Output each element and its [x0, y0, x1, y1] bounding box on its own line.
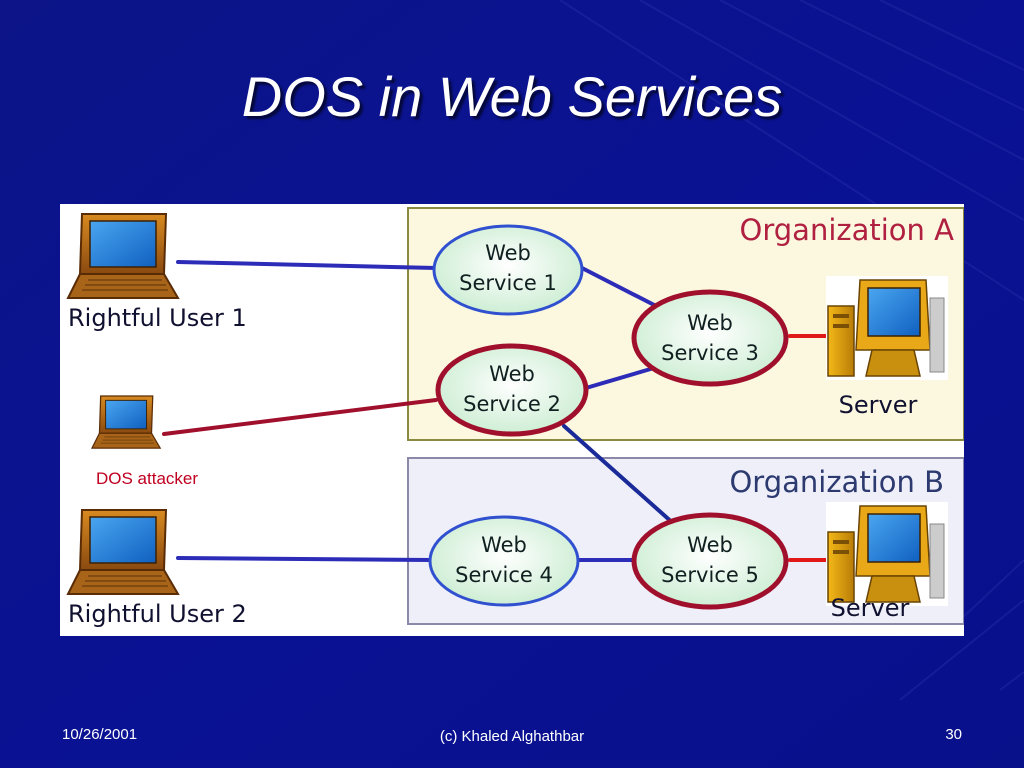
rightful-user-1-label: Rightful User 1: [68, 304, 247, 332]
organization-b-label: Organization B: [729, 465, 944, 499]
server-b-label: Server: [831, 594, 910, 622]
web-service-4-line1: Web: [481, 533, 527, 557]
web-service-5-line1: Web: [687, 533, 733, 557]
rightful-user-2[interactable]: Rightful User 2: [67, 509, 247, 628]
web-service-2-line1: Web: [489, 362, 535, 386]
web-service-3[interactable]: Web Service 3: [631, 289, 789, 387]
slide-title: DOS in Web Services: [241, 65, 783, 128]
footer-date: 10/26/2001: [62, 726, 138, 743]
footer-page-number: 30: [945, 726, 962, 743]
web-service-1[interactable]: Web Service 1: [432, 224, 584, 316]
rightful-user-1[interactable]: Rightful User 1: [67, 213, 247, 332]
laptop-icon: [91, 395, 161, 449]
link-ws1-ws3: [580, 266, 662, 310]
dos-attacker-label: DOS attacker: [96, 469, 198, 488]
web-service-5-line2: Service 5: [661, 563, 759, 587]
footer-author: (c) Khaled Alghathbar: [439, 728, 585, 745]
web-service-1-line1: Web: [485, 241, 531, 265]
web-service-2[interactable]: Web Service 2: [435, 343, 589, 437]
organization-a-label: Organization A: [740, 213, 955, 247]
server-a-label: Server: [839, 391, 918, 419]
laptop-icon: [67, 509, 179, 595]
link-attacker-ws2: [162, 398, 438, 436]
web-service-5[interactable]: Web Service 5: [631, 512, 789, 610]
web-service-1-line2: Service 1: [459, 271, 557, 295]
link-ws2-ws5: [562, 424, 676, 526]
web-service-4-line2: Service 4: [455, 563, 553, 587]
link-user2-ws4: [176, 556, 432, 562]
server-a[interactable]: Server: [826, 276, 948, 419]
link-user1-ws1: [176, 260, 438, 270]
link-ws2-ws3: [584, 366, 656, 390]
web-service-4[interactable]: Web Service 4: [428, 515, 580, 607]
network-diagram: Organization A Organization B Web Servic…: [60, 204, 964, 636]
server-b[interactable]: Server: [826, 502, 948, 622]
dos-attacker[interactable]: DOS attacker: [91, 395, 198, 488]
rightful-user-2-label: Rightful User 2: [68, 600, 247, 628]
laptop-icon: [67, 213, 179, 299]
web-service-2-line2: Service 2: [463, 392, 561, 416]
web-service-3-line1: Web: [687, 311, 733, 335]
web-service-3-line2: Service 3: [661, 341, 759, 365]
